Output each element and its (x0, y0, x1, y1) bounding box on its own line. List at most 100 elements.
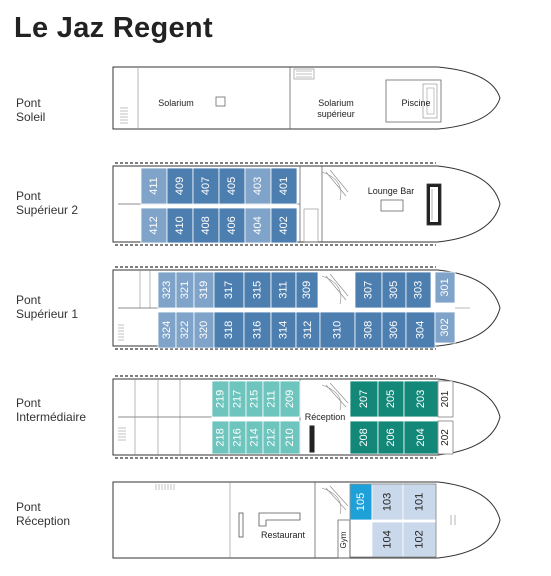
cabin-box[interactable] (354, 271, 383, 309)
cabin[interactable]: 405 (218, 167, 246, 205)
cabin-box[interactable] (166, 167, 194, 205)
cabin-box[interactable] (243, 271, 272, 309)
cabin[interactable]: 307 (354, 271, 383, 309)
cabin[interactable]: 412 (140, 207, 168, 244)
cabin-box[interactable] (349, 420, 379, 455)
cabin[interactable]: 401 (270, 167, 298, 205)
cabin[interactable]: 310 (319, 311, 356, 349)
cabin-box[interactable] (295, 311, 321, 349)
cabin-number: 314 (278, 321, 290, 339)
cabin-box[interactable] (295, 271, 319, 309)
cabin[interactable]: 101 (402, 483, 437, 521)
cabin[interactable]: 323 (157, 271, 177, 309)
cabin-box[interactable] (279, 420, 301, 455)
cabin-box[interactable] (213, 271, 245, 309)
spiral-stairs (321, 485, 349, 515)
cabin[interactable]: 308 (354, 311, 383, 349)
cabin-box[interactable] (434, 311, 456, 344)
cabin-number: 208 (358, 428, 370, 446)
cabin[interactable]: 104 (371, 521, 404, 558)
cabin-number: 211 (266, 390, 278, 408)
cabin[interactable]: 202 (437, 420, 454, 455)
cabin[interactable]: 321 (175, 271, 195, 309)
cabin[interactable]: 319 (193, 271, 215, 309)
cabin[interactable]: 316 (243, 311, 272, 349)
cabin[interactable]: 309 (295, 271, 319, 309)
cabin[interactable]: 312 (295, 311, 321, 349)
cabin[interactable]: 103 (371, 483, 404, 521)
cabin-box[interactable] (270, 311, 297, 349)
cabin[interactable]: 105 (349, 483, 373, 521)
cabin[interactable]: 408 (192, 207, 220, 244)
cabin[interactable]: 304 (405, 311, 436, 349)
area-lounge-bar: Lounge Bar (368, 186, 415, 196)
cabin[interactable]: 411 (140, 167, 168, 205)
cabin[interactable]: 208 (349, 420, 379, 455)
cabin[interactable]: 102 (402, 521, 437, 558)
cabin-box[interactable] (218, 167, 246, 205)
cabin[interactable]: 205 (377, 380, 405, 418)
cabin[interactable]: 404 (244, 207, 272, 244)
cabin-box[interactable] (434, 271, 456, 304)
cabin-box[interactable] (279, 380, 301, 418)
cabin-box[interactable] (243, 311, 272, 349)
cabin-box[interactable] (244, 207, 272, 244)
cabin[interactable]: 322 (175, 311, 195, 349)
cabin-box[interactable] (381, 271, 407, 309)
cabin-box[interactable] (218, 207, 246, 244)
cabin[interactable]: 210 (279, 420, 301, 455)
cabin[interactable]: 306 (381, 311, 407, 349)
cabin[interactable]: 324 (157, 311, 177, 349)
cabin-box[interactable] (192, 167, 220, 205)
cabin[interactable]: 218 (211, 420, 230, 455)
cabin[interactable]: 301 (434, 271, 456, 304)
cabin-box[interactable] (354, 311, 383, 349)
cabin-box[interactable] (371, 483, 404, 521)
cabin-box[interactable] (349, 380, 379, 418)
cabin-box[interactable] (381, 311, 407, 349)
cabin-box[interactable] (377, 420, 405, 455)
cabin[interactable]: 214 (245, 420, 264, 455)
cabin[interactable]: 407 (192, 167, 220, 205)
cabin[interactable]: 303 (405, 271, 432, 309)
cabin[interactable]: 209 (279, 380, 301, 418)
cabin[interactable]: 212 (262, 420, 281, 455)
cabin-box[interactable] (270, 207, 298, 244)
cabin[interactable]: 201 (437, 380, 454, 418)
cabin[interactable]: 204 (403, 420, 439, 455)
cabin[interactable]: 403 (244, 167, 272, 205)
cabin-box[interactable] (244, 167, 272, 205)
cabin[interactable]: 219 (211, 380, 230, 418)
cabin[interactable]: 216 (228, 420, 247, 455)
cabin[interactable]: 406 (218, 207, 246, 244)
cabin-box[interactable] (213, 311, 245, 349)
cabin[interactable]: 302 (434, 311, 456, 344)
cabin[interactable]: 409 (166, 167, 194, 205)
cabin[interactable]: 410 (166, 207, 194, 244)
cabin-number: 212 (266, 428, 278, 446)
cabin[interactable]: 203 (403, 380, 439, 418)
cabin[interactable]: 320 (193, 311, 215, 349)
cabin[interactable]: 317 (213, 271, 245, 309)
cabin-box[interactable] (377, 380, 405, 418)
cabin[interactable]: 217 (228, 380, 247, 418)
cabin[interactable]: 211 (262, 380, 281, 418)
cabin[interactable]: 305 (381, 271, 407, 309)
cabin[interactable]: 215 (245, 380, 264, 418)
cabin[interactable]: 311 (270, 271, 297, 309)
cabin-box[interactable] (192, 207, 220, 244)
cabin-box[interactable] (140, 207, 168, 244)
cabin-box[interactable] (403, 420, 439, 455)
cabin[interactable]: 314 (270, 311, 297, 349)
cabin-box[interactable] (371, 521, 404, 558)
cabin[interactable]: 207 (349, 380, 379, 418)
cabin[interactable]: 318 (213, 311, 245, 349)
cabin-box[interactable] (405, 271, 432, 309)
cabin[interactable]: 206 (377, 420, 405, 455)
cabin-box[interactable] (270, 167, 298, 205)
cabin[interactable]: 315 (243, 271, 272, 309)
cabin-box[interactable] (405, 311, 436, 349)
hull-outline (112, 165, 501, 243)
cabin[interactable]: 402 (270, 207, 298, 244)
cabin-box[interactable] (140, 167, 168, 205)
